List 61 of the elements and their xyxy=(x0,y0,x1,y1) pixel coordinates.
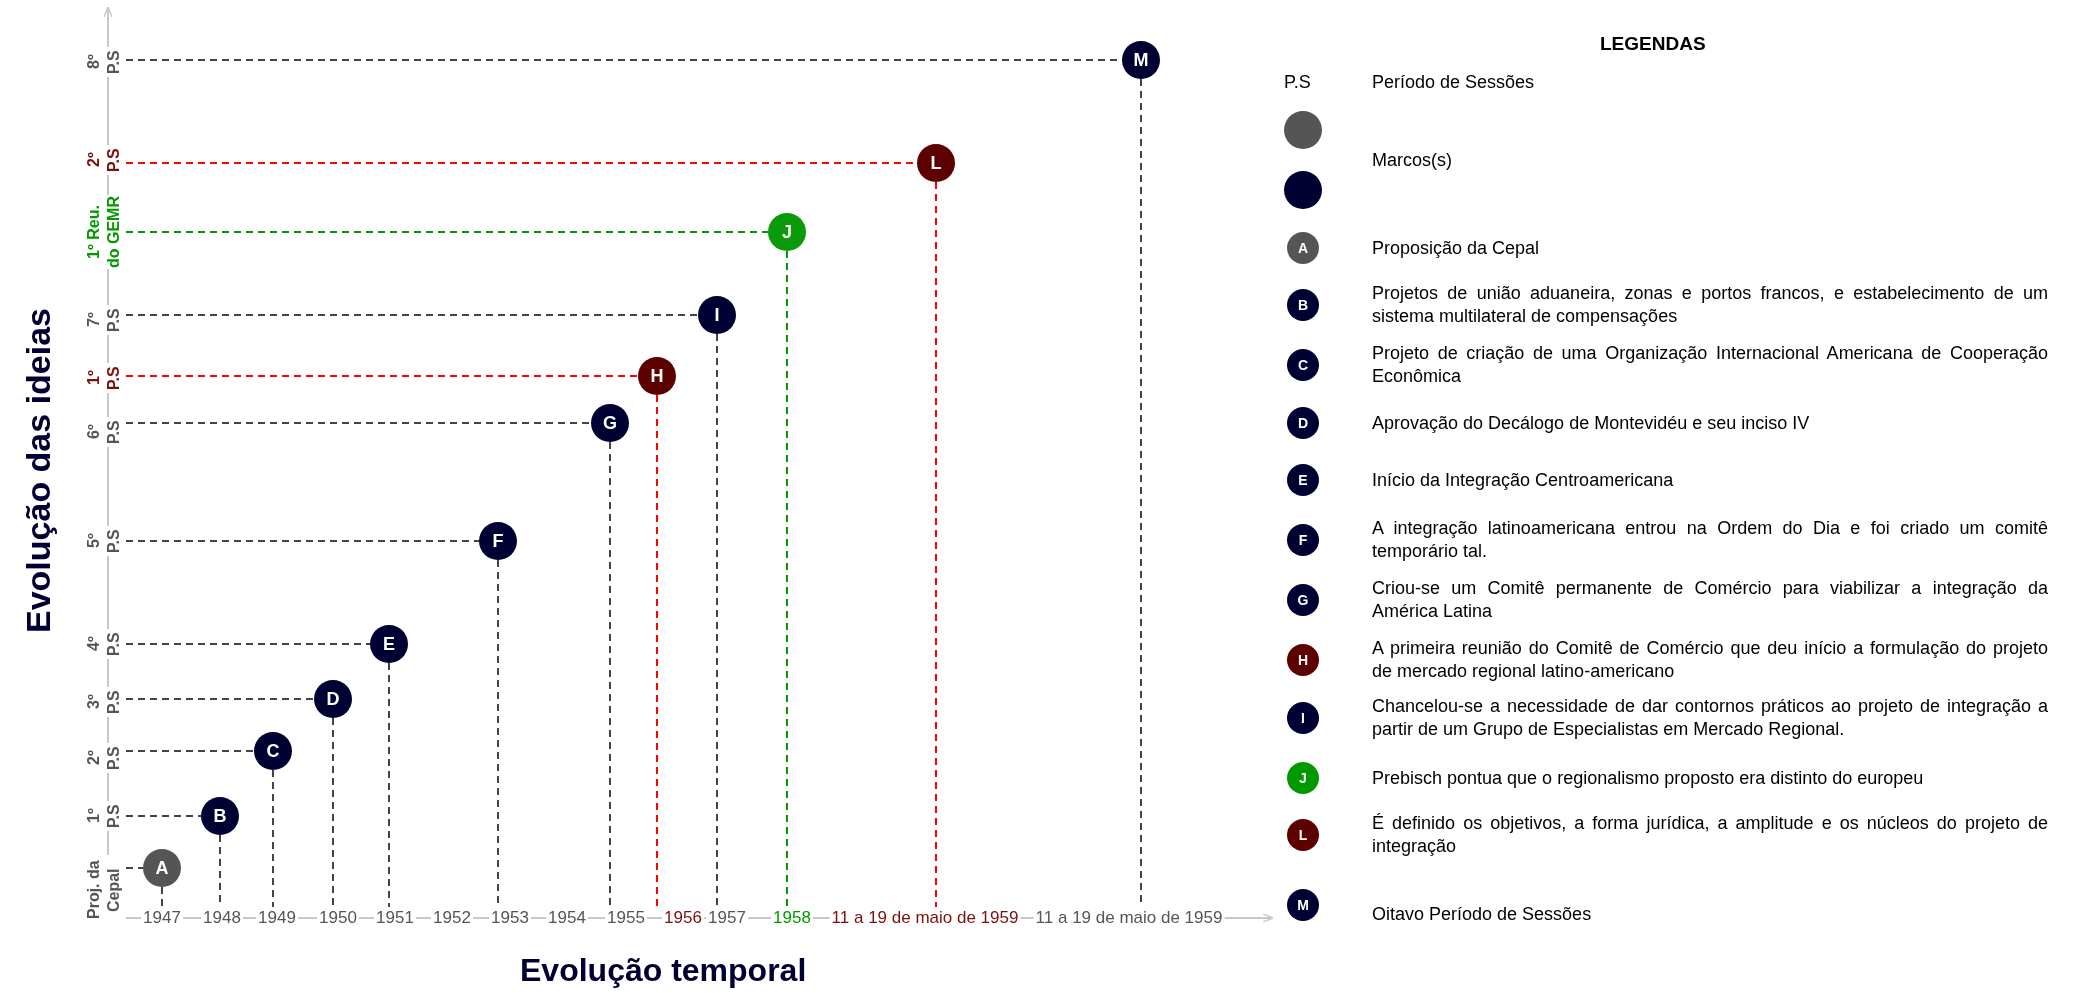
milestone-marker: C xyxy=(254,732,292,770)
legend-letter: L xyxy=(1298,827,1308,843)
legend-letter: M xyxy=(1297,897,1309,913)
dashed-line xyxy=(125,540,480,542)
dashed-line xyxy=(609,441,611,908)
milestone-marker: F xyxy=(479,522,517,560)
legend-text: Início da Integração Centroamericana xyxy=(1372,468,1675,492)
dashed-line xyxy=(125,231,769,233)
milestone-marker: G xyxy=(591,404,629,442)
dashed-line xyxy=(125,867,144,869)
legend-letter: E xyxy=(1298,472,1308,488)
legend-text: Criou-se um Comitê permanente de Comércio para viabilizar a integração da América Latina xyxy=(1372,577,2048,623)
milestone-marker: E xyxy=(370,625,408,663)
legend-text: Projetos de união aduaneira, zonas e portos francos, e estabelecimento de um sistema multilateral de compensações xyxy=(1372,282,2048,328)
dashed-line xyxy=(656,394,658,908)
milestone-marker: A xyxy=(143,849,181,887)
legend-abbreviation: P.S xyxy=(1284,71,1311,94)
legend-letter: A xyxy=(1297,240,1309,256)
milestone-marker: I xyxy=(698,296,736,334)
dashed-line xyxy=(125,314,699,316)
legend-letter: J xyxy=(1299,770,1307,786)
dashed-line xyxy=(161,886,163,908)
milestone-marker: H xyxy=(638,357,676,395)
legend-text: Proposição da Cepal xyxy=(1372,236,1541,260)
legend-letter: D xyxy=(1297,415,1309,431)
legend-text: É definido os objetivos, a forma jurídica, a amplitude e os núcleos do projeto de integração xyxy=(1372,812,2048,858)
dashed-line xyxy=(125,643,371,645)
dashed-line xyxy=(125,750,255,752)
milestone-marker: M xyxy=(1122,41,1160,79)
milestone-marker: J xyxy=(768,213,806,251)
dashed-line xyxy=(935,181,937,908)
legend-text: A primeira reunião do Comitê de Comércio que deu início a formulação do projeto de mercado regional latino-americano xyxy=(1372,637,2048,683)
dashed-line xyxy=(716,333,718,908)
milestone-marker: L xyxy=(917,144,955,182)
legend-text: Prebisch pontua que o regionalismo proposto era distinto do europeu xyxy=(1372,766,1925,790)
dashed-line xyxy=(125,815,202,817)
legend-letter: B xyxy=(1297,297,1309,313)
dashed-line xyxy=(388,662,390,908)
legend-text: Marcos(s) xyxy=(1372,148,1453,172)
axis-title: Evolução temporal xyxy=(520,951,807,990)
legend-title: LEGENDAS xyxy=(1600,32,1706,56)
legend-letter: H xyxy=(1297,652,1309,668)
legend-text: Chancelou-se a necessidade de dar contornos práticos ao projeto de integração a partir de um Grupo de Especialistas em Mercado Regional. xyxy=(1372,695,2048,741)
dashed-line xyxy=(272,769,274,908)
dashed-line xyxy=(125,422,592,424)
legend-text: Projeto de criação de uma Organização Internacional Americana de Cooperação Econômica xyxy=(1372,342,2048,388)
axis-title: Evolução das ideias xyxy=(18,306,58,635)
legend-letter: C xyxy=(1297,357,1309,373)
legend-text: Período de Sessões xyxy=(1372,70,1536,94)
legend-text: A integração latinoamericana entrou na Ordem do Dia e foi criado um comitê temporário tal. xyxy=(1372,517,2048,563)
legend-letter: I xyxy=(1301,710,1305,726)
legend-text: Aprovação do Decálogo de Montevidéu e seu inciso IV xyxy=(1372,411,1811,435)
dashed-line xyxy=(332,717,334,908)
dashed-line xyxy=(786,250,788,908)
legend-letter: G xyxy=(1297,592,1309,608)
milestone-marker: D xyxy=(314,680,352,718)
milestone-marker: B xyxy=(201,797,239,835)
dashed-line xyxy=(125,375,639,377)
legend-letter: F xyxy=(1298,532,1308,548)
dashed-line xyxy=(125,698,315,700)
legend-text: Oitavo Período de Sessões xyxy=(1372,902,1593,926)
